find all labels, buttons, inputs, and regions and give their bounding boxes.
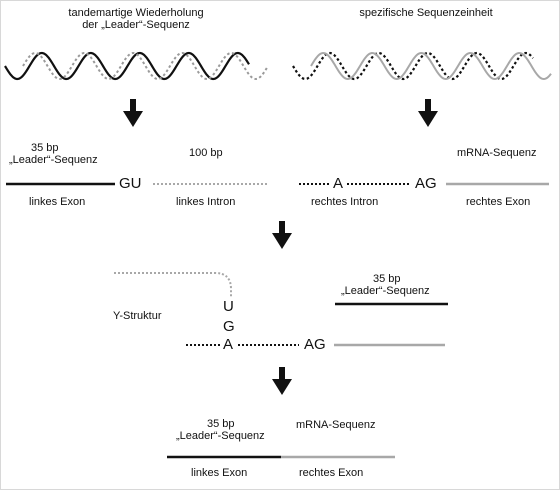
ag-splice-site: AG: [415, 175, 437, 192]
rechtes-intron-label: rechtes Intron: [311, 196, 379, 208]
tandem-repeat-title-1: tandemartige Wiederholung: [68, 7, 204, 19]
linkes-intron-label: linkes Intron: [176, 196, 236, 208]
arrow-down-icon: [123, 99, 143, 127]
leader-bp-label-row3: 35 bp: [207, 418, 235, 430]
a-nucleotide: A: [223, 336, 234, 353]
gu-splice-site: GU: [119, 175, 142, 192]
linkes-exon-label: linkes Exon: [29, 196, 86, 208]
intron-bp-label: 100 bp: [189, 147, 223, 159]
y-struktur-label: Y-Struktur: [113, 310, 162, 322]
leader-seq-label-row2: „Leader“-Sequenz: [341, 285, 430, 297]
rechtes-exon-label-row3: rechtes Exon: [299, 467, 364, 479]
wave-strand-black: [4, 51, 250, 81]
wave-strand-gray: [310, 52, 552, 80]
mrna-seq-label: mRNA-Sequenz: [457, 147, 537, 159]
arrow-down-icon: [272, 367, 292, 395]
rechtes-exon-label: rechtes Exon: [466, 196, 531, 208]
lariat-dotted-curve: [114, 272, 232, 297]
leader-bp-label-row2: 35 bp: [373, 273, 401, 285]
tandem-repeat-wave: [4, 51, 268, 81]
tandem-repeat-title-2: der „Leader“-Sequenz: [82, 19, 190, 31]
wave-strand-black-dotted: [292, 51, 534, 81]
arrow-down-icon: [272, 221, 292, 249]
a-branch-point: A: [333, 175, 344, 192]
specific-unit-title: spezifische Sequenzeinheit: [359, 7, 493, 19]
leader-seq-label: „Leader“-Sequenz: [9, 154, 98, 166]
g-nucleotide: G: [223, 318, 235, 335]
linkes-exon-label-row3: linkes Exon: [191, 467, 248, 479]
u-nucleotide: U: [223, 298, 234, 315]
specific-unit-wave: [292, 51, 552, 81]
mrna-seq-label-row3: mRNA-Sequenz: [296, 419, 376, 431]
arrow-down-icon: [418, 99, 438, 127]
leader-bp-label: 35 bp: [31, 142, 59, 154]
ag-nucleotides: AG: [304, 336, 326, 353]
leader-seq-label-row3: „Leader“-Sequenz: [176, 430, 265, 442]
